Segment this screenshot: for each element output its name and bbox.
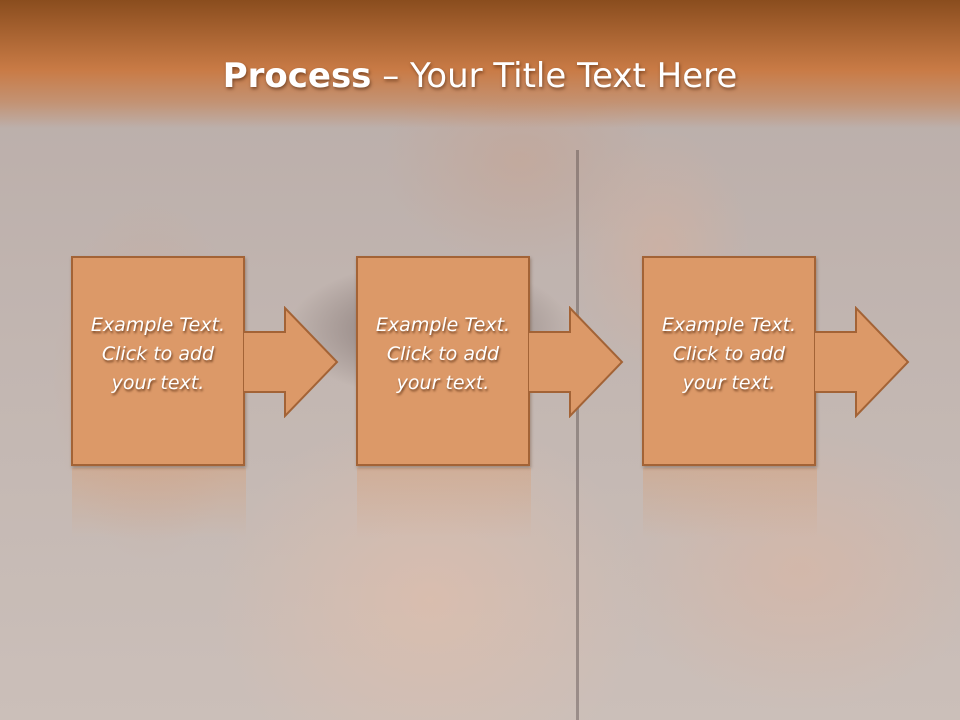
title-bold: Process bbox=[222, 56, 372, 96]
step-3-text: Example Text. Click to add your text. bbox=[661, 313, 797, 394]
right-arrow-icon bbox=[243, 306, 339, 418]
slide-title[interactable]: Process – Your Title Text Here bbox=[0, 52, 960, 102]
right-arrow-icon bbox=[528, 306, 624, 418]
step-2-reflection bbox=[357, 468, 531, 538]
step-1-text: Example Text. Click to add your text. bbox=[90, 313, 226, 394]
step-2-text: Example Text. Click to add your text. bbox=[375, 313, 511, 394]
title-rest: – Your Title Text Here bbox=[371, 56, 738, 96]
step-1-reflection bbox=[72, 468, 246, 538]
headphone-cable bbox=[576, 150, 589, 720]
step-box-3[interactable]: Example Text. Click to add your text. bbox=[642, 256, 816, 466]
step-box-1[interactable]: Example Text. Click to add your text. bbox=[71, 256, 245, 466]
step-box-2[interactable]: Example Text. Click to add your text. bbox=[356, 256, 530, 466]
right-arrow-icon bbox=[814, 306, 910, 418]
title-band bbox=[0, 0, 960, 128]
step-3-reflection bbox=[643, 468, 817, 538]
